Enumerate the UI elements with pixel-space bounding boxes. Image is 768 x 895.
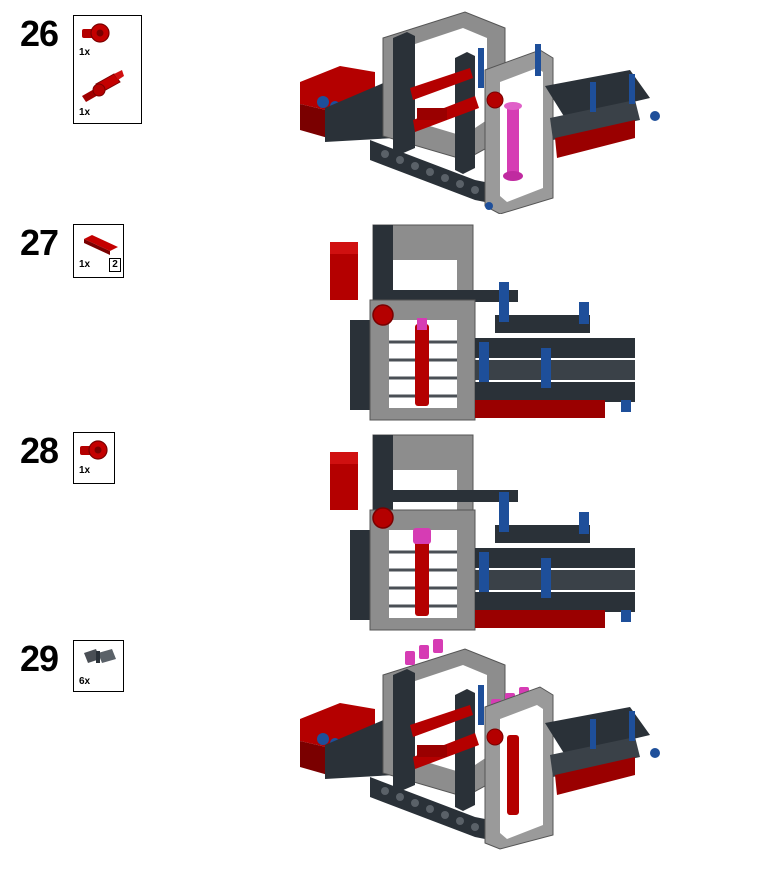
part-quantity: 1x bbox=[79, 465, 91, 476]
step-29-model bbox=[300, 639, 660, 850]
step-number: 28 bbox=[20, 430, 59, 471]
parts-list: 1x 1x bbox=[73, 15, 142, 124]
step-29: 29 6x bbox=[0, 635, 768, 895]
part-quantity: 1x bbox=[79, 47, 91, 58]
part-quantity: 6x bbox=[79, 676, 91, 687]
red-axle-pin-bush-icon bbox=[80, 440, 108, 460]
step-28-model bbox=[330, 434, 635, 631]
step-27: 27 1x 2 bbox=[0, 215, 768, 425]
step-number: 29 bbox=[20, 638, 59, 679]
red-axle-pin-connector-icon bbox=[82, 70, 124, 102]
part-quantity: 1x bbox=[79, 259, 91, 270]
dark-gray-friction-pin-icon bbox=[84, 649, 116, 663]
step-26-model bbox=[300, 11, 660, 214]
parts-list: 1x 2 bbox=[73, 224, 124, 278]
step-number: 26 bbox=[20, 13, 59, 54]
step-27-model bbox=[330, 224, 635, 421]
part-quantity: 1x bbox=[79, 107, 91, 118]
parts-list: 6x bbox=[73, 640, 124, 692]
parts-list: 1x bbox=[73, 432, 115, 484]
step-number: 27 bbox=[20, 222, 59, 263]
red-axle-pin-bush-icon bbox=[82, 23, 110, 43]
axle-length-badge: 2 bbox=[109, 258, 121, 272]
step-26: 26 1x 1x bbox=[0, 0, 768, 215]
step-28: 28 1x bbox=[0, 425, 768, 635]
red-axle-icon bbox=[84, 235, 118, 255]
